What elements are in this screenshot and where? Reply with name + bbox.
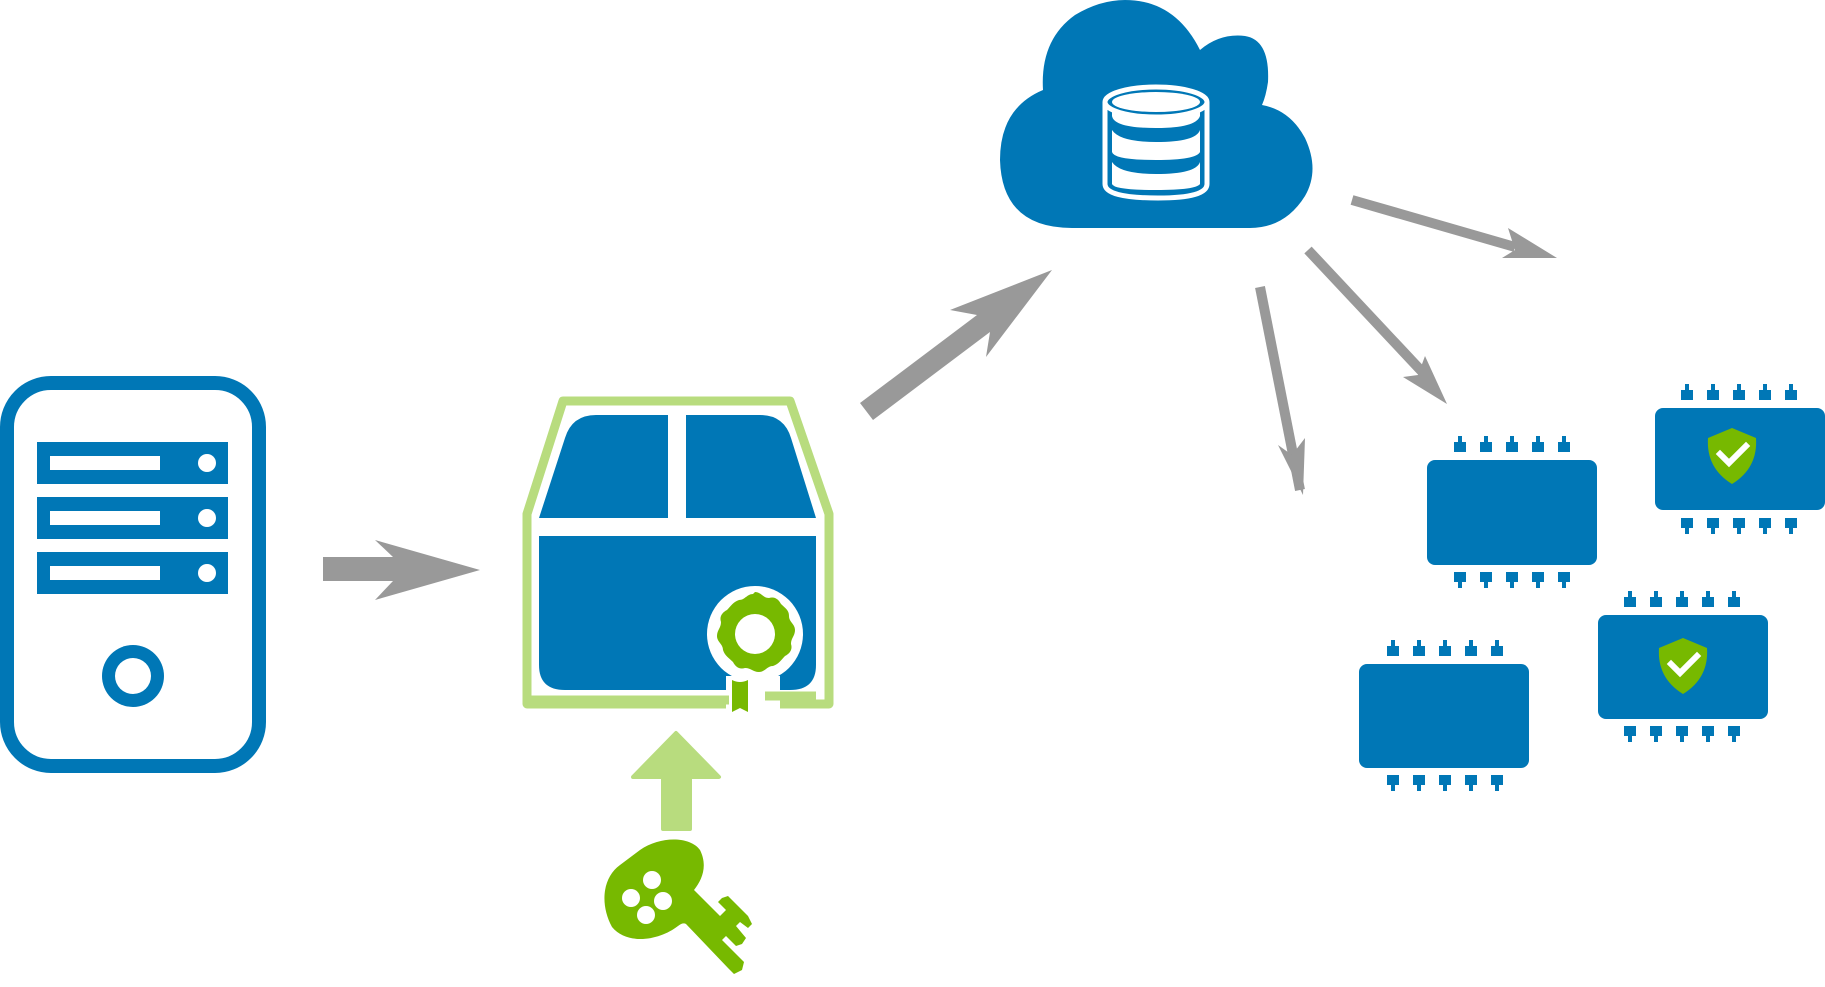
chip-pins-bottom xyxy=(1387,775,1503,791)
arrow-key-to-package xyxy=(631,731,721,831)
device-chip-3 xyxy=(1359,640,1529,791)
chip-pins-top xyxy=(1387,640,1503,656)
server-icon xyxy=(0,376,266,773)
arrow-cloud-to-device-3 xyxy=(1350,195,1557,258)
chip-pins-bottom xyxy=(1454,572,1570,588)
chip-pins-bottom xyxy=(1681,518,1797,534)
chip-pins-bottom xyxy=(1624,726,1740,742)
device-chip-1 xyxy=(1427,436,1597,588)
chip-pins-top xyxy=(1681,384,1797,400)
cloud-database-icon xyxy=(1000,0,1313,228)
arrow-server-to-package xyxy=(323,540,480,600)
device-chip-2 xyxy=(1655,384,1825,534)
server-drive-3 xyxy=(37,552,228,594)
certificate-badge-icon xyxy=(707,586,803,716)
chip-pins-top xyxy=(1454,436,1570,452)
arrow-cloud-to-device-1 xyxy=(1255,286,1305,495)
device-chip-4 xyxy=(1598,591,1768,742)
server-drive-2 xyxy=(37,497,228,539)
key-icon xyxy=(604,839,752,974)
server-power-button xyxy=(102,645,164,707)
arrow-cloud-to-device-2 xyxy=(1304,246,1447,404)
chip-pins-top xyxy=(1624,591,1740,607)
server-drive-1 xyxy=(37,442,228,484)
arrow-package-to-cloud xyxy=(860,270,1052,420)
database-icon xyxy=(1102,84,1210,201)
